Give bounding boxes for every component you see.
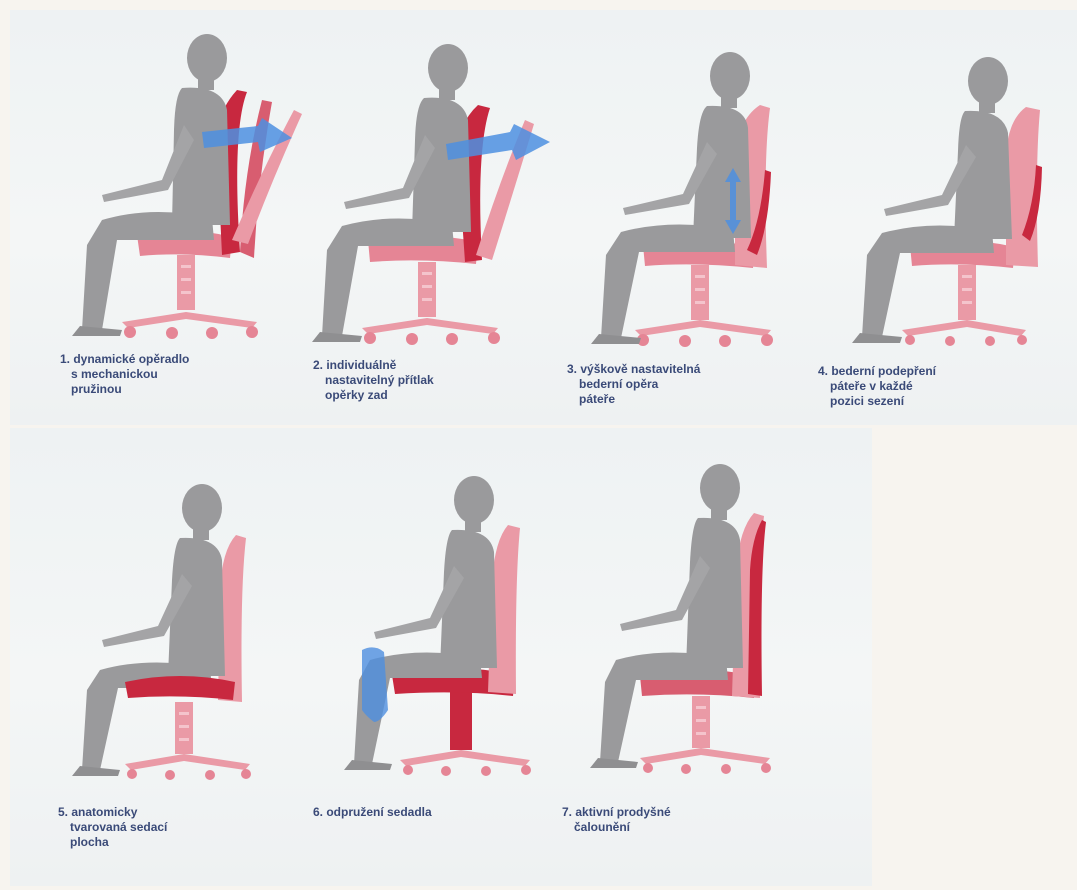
caption-feature-2: 2. individuálně nastavitelný přítlak opě… — [313, 358, 434, 403]
caption-line: 3. výškově nastavitelná — [567, 362, 700, 377]
figure-2-adjustable-pressure — [300, 40, 565, 345]
caption-line: páteře — [567, 392, 700, 407]
seated-person — [590, 464, 743, 768]
chair-base — [362, 262, 500, 345]
chair-backrest — [1006, 107, 1042, 267]
knee-suspension-arrow — [362, 647, 388, 722]
caption-line: 5. anatomicky — [58, 805, 167, 820]
seated-person — [852, 57, 1012, 343]
seated-person — [72, 484, 225, 776]
chair-base — [125, 702, 251, 780]
caption-feature-3: 3. výškově nastavitelná bederní opěra pá… — [567, 362, 700, 407]
caption-line: nastavitelný přítlak — [313, 373, 434, 388]
caption-line: 7. aktivní prodyšné — [562, 805, 671, 820]
seated-person — [591, 52, 751, 344]
caption-line: tvarovaná sedací — [58, 820, 167, 835]
caption-line: 2. individuálně — [313, 358, 434, 373]
chair-base — [635, 265, 773, 347]
seated-person — [72, 34, 230, 336]
chair-base — [640, 696, 771, 774]
chair-base — [122, 255, 258, 339]
seated-person — [344, 476, 497, 770]
caption-line: opěrky zad — [313, 388, 434, 403]
figure-5-anatomic-seat — [70, 480, 270, 780]
caption-line: páteře v každé — [818, 379, 936, 394]
caption-line: 6. odpružení sedadla — [313, 805, 432, 820]
figure-6-seat-suspension — [340, 470, 550, 775]
chair-base — [400, 692, 531, 776]
figure-3-lumbar-support-height — [565, 50, 805, 345]
chair-backrest — [217, 90, 302, 258]
seated-person — [312, 44, 471, 342]
caption-line: s mechanickou — [60, 367, 189, 382]
caption-feature-1: 1. dynamické opěradlo s mechanickou pruž… — [60, 352, 189, 397]
caption-feature-7: 7. aktivní prodyšné čalounění — [562, 805, 671, 835]
caption-line: pozici sezení — [818, 394, 936, 409]
figure-7-breathable-upholstery — [580, 458, 790, 773]
caption-feature-6: 6. odpružení sedadla — [313, 805, 432, 820]
caption-line: bederní opěra — [567, 377, 700, 392]
chair-base — [902, 265, 1027, 346]
caption-line: 4. bederní podepření — [818, 364, 936, 379]
figure-4-lumbar-support-all-positions — [830, 55, 1045, 345]
anatomic-seat-highlight — [125, 676, 235, 700]
caption-feature-4: 4. bederní podepření páteře v každé pozi… — [818, 364, 936, 409]
figure-1-dynamic-backrest — [62, 30, 302, 345]
caption-line: plocha — [58, 835, 167, 850]
caption-line: pružinou — [60, 382, 189, 397]
caption-line: 1. dynamické opěradlo — [60, 352, 189, 367]
caption-feature-5: 5. anatomicky tvarovaná sedací plocha — [58, 805, 167, 850]
caption-line: čalounění — [562, 820, 671, 835]
